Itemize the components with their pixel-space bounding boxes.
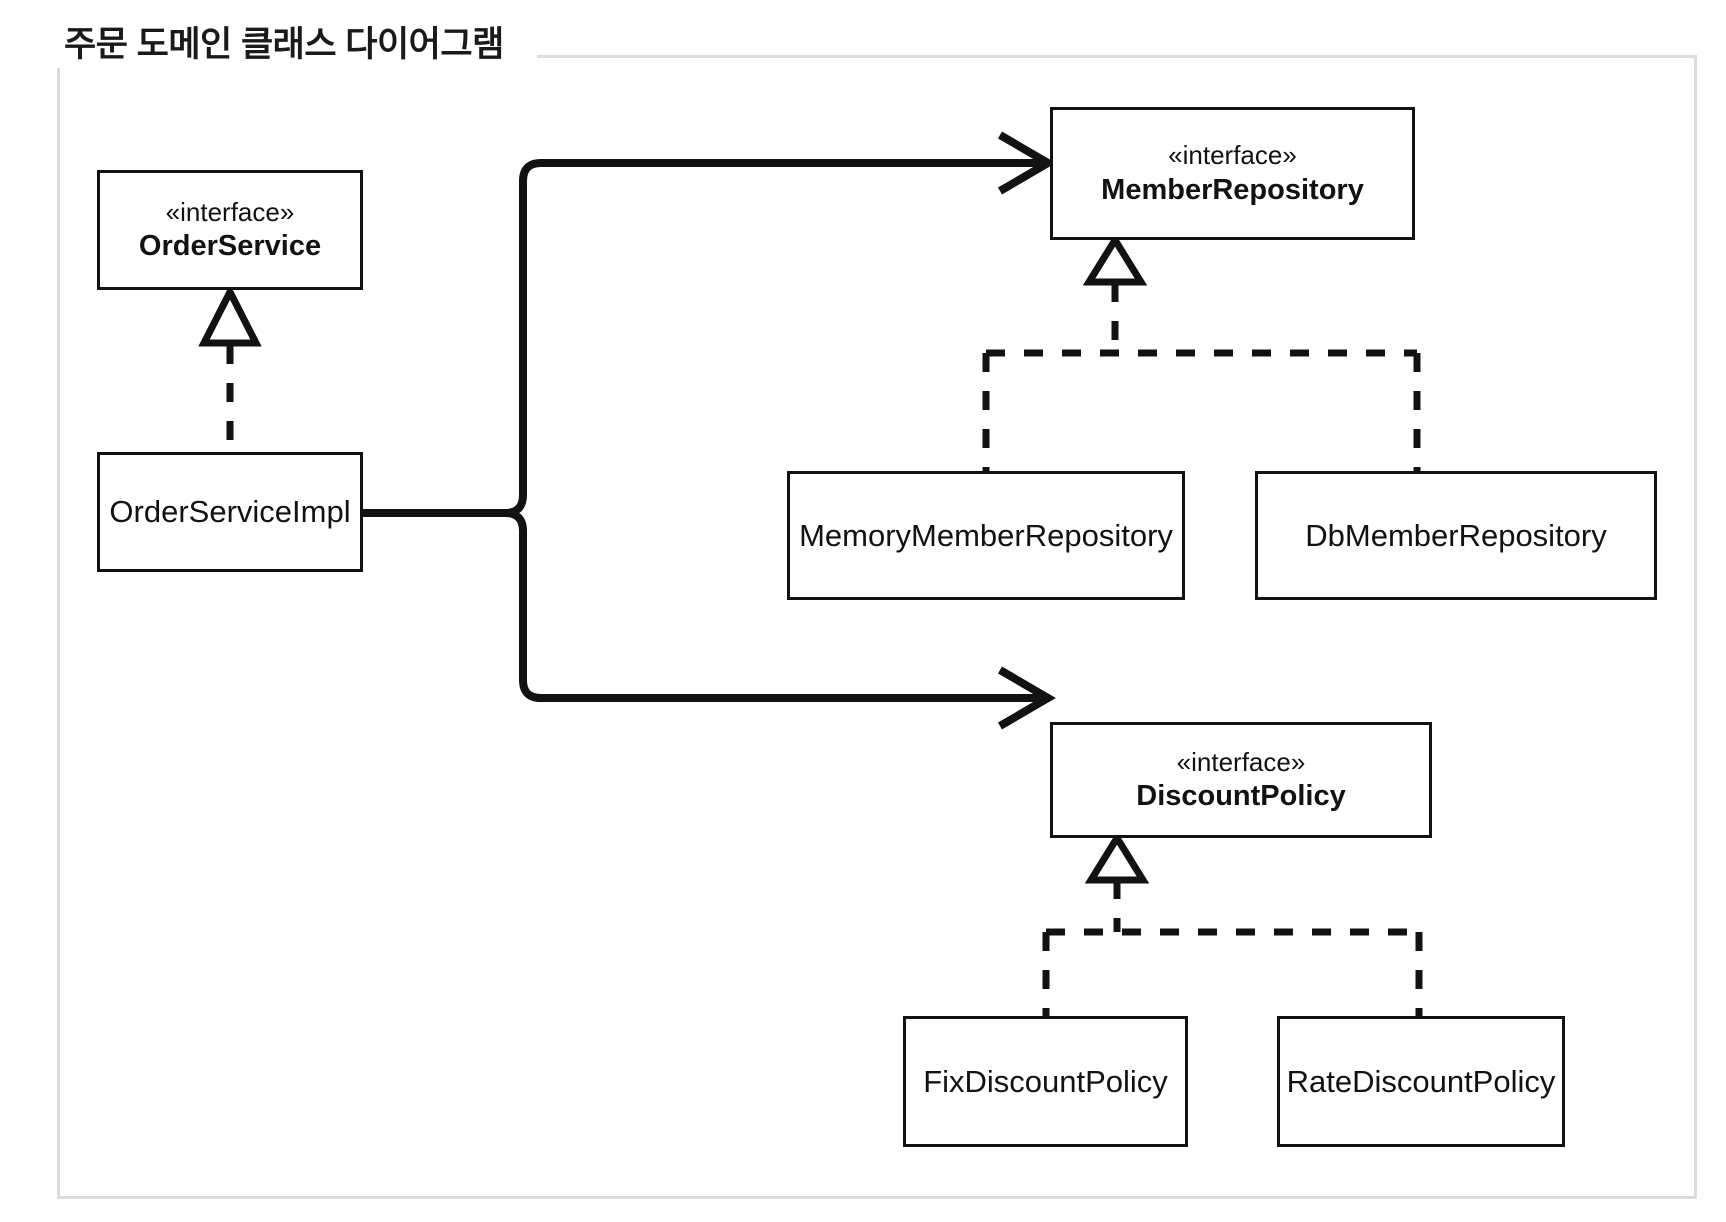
class-box-discount-policy[interactable]: «interface» DiscountPolicy [1050, 722, 1432, 838]
solid-connector-line [363, 159, 1046, 517]
open-arrowhead-icon [997, 131, 1056, 195]
class-box-db-member-repository[interactable]: DbMemberRepository [1255, 471, 1657, 600]
edge-tree-discountpolicy [1042, 831, 1423, 1016]
class-name-label: RateDiscountPolicy [1286, 1063, 1556, 1099]
class-name-label: MemoryMemberRepository [799, 517, 1173, 553]
stereotype-label: «interface» [165, 196, 295, 227]
hollow-triangle-icon [1084, 831, 1150, 884]
class-name-label: MemberRepository [1101, 173, 1364, 206]
hollow-triangle-icon [198, 284, 262, 347]
class-name-label: OrderServiceImpl [109, 494, 351, 530]
edge-impl-to-discountpolicy [363, 509, 1056, 730]
class-name-label: DiscountPolicy [1136, 780, 1346, 813]
edge-tree-memberrepository [982, 233, 1421, 471]
page-title: 주문 도메인 클래스 다이어그램 [64, 25, 504, 64]
class-box-order-service[interactable]: «interface» OrderService [97, 170, 363, 290]
edge-impl-to-orderservice [198, 284, 262, 452]
class-name-label: DbMemberRepository [1305, 517, 1607, 553]
stereotype-label: «interface» [1176, 746, 1306, 777]
class-name-label: FixDiscountPolicy [923, 1063, 1168, 1099]
class-name-label: OrderService [138, 230, 322, 263]
class-box-fix-discount-policy[interactable]: FixDiscountPolicy [903, 1016, 1188, 1147]
edge-impl-to-memberrepository [363, 131, 1056, 517]
class-box-memory-member-repository[interactable]: MemoryMemberRepository [787, 471, 1185, 600]
hollow-triangle-icon [1082, 233, 1148, 286]
stereotype-label: «interface» [1168, 140, 1297, 171]
panel-legend-mask [57, 46, 537, 68]
class-box-member-repository[interactable]: «interface» MemberRepository [1050, 107, 1415, 240]
class-box-order-service-impl[interactable]: OrderServiceImpl [97, 452, 363, 572]
solid-connector-line [363, 509, 1046, 702]
open-arrowhead-icon [997, 666, 1056, 730]
class-box-rate-discount-policy[interactable]: RateDiscountPolicy [1277, 1016, 1565, 1147]
